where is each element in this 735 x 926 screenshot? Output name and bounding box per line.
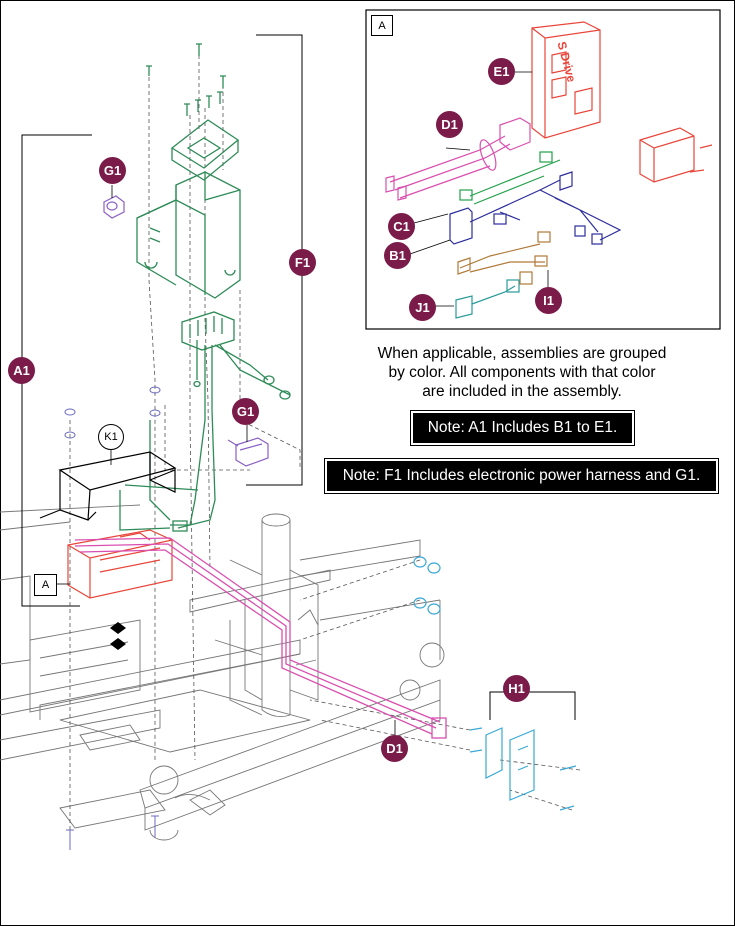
h1-bracket — [489, 691, 576, 720]
callout-h1: H1 — [503, 675, 530, 702]
callout-g1-mid: G1 — [232, 398, 259, 425]
controller-main — [67, 529, 173, 599]
callout-i1: I1 — [535, 287, 562, 314]
g1-purple-parts — [103, 195, 269, 467]
chassis-frame — [0, 504, 445, 841]
inset-parts — [380, 21, 713, 319]
f1-green-assembly — [119, 43, 291, 532]
caption-line-1: When applicable, assemblies are grouped — [377, 345, 667, 362]
leader-lines — [57, 185, 396, 735]
inset-box — [365, 9, 721, 330]
grouping-caption: When applicable, assemblies are grouped … — [362, 344, 682, 401]
note-f1: Note: F1 Includes electronic power harne… — [324, 458, 719, 494]
callout-c1: C1 — [388, 213, 415, 240]
caption-line-3: are included in the assembly. — [422, 383, 622, 400]
main-tag-a: A — [34, 574, 57, 596]
inset-tag-a: A — [371, 15, 393, 36]
callout-f1: F1 — [289, 249, 316, 276]
k1-bracket — [39, 451, 177, 521]
d1-pink-harness — [74, 537, 447, 739]
callout-e1: E1 — [488, 58, 515, 85]
callout-b1: B1 — [384, 242, 411, 269]
hardware-washers — [64, 386, 161, 850]
note-a1: Note: A1 Includes B1 to E1. — [410, 410, 635, 446]
callout-d1-main: D1 — [381, 735, 408, 762]
callout-j1: J1 — [409, 294, 436, 321]
callout-a1: A1 — [8, 357, 35, 384]
callout-k1: K1 — [98, 424, 124, 450]
callout-g1-top: G1 — [99, 157, 126, 184]
h1-cyan-parts — [413, 556, 577, 811]
callout-d1-inset: D1 — [436, 111, 463, 138]
mounting-pads — [110, 622, 126, 650]
caption-line-2: by color. All components with that color — [388, 364, 656, 381]
